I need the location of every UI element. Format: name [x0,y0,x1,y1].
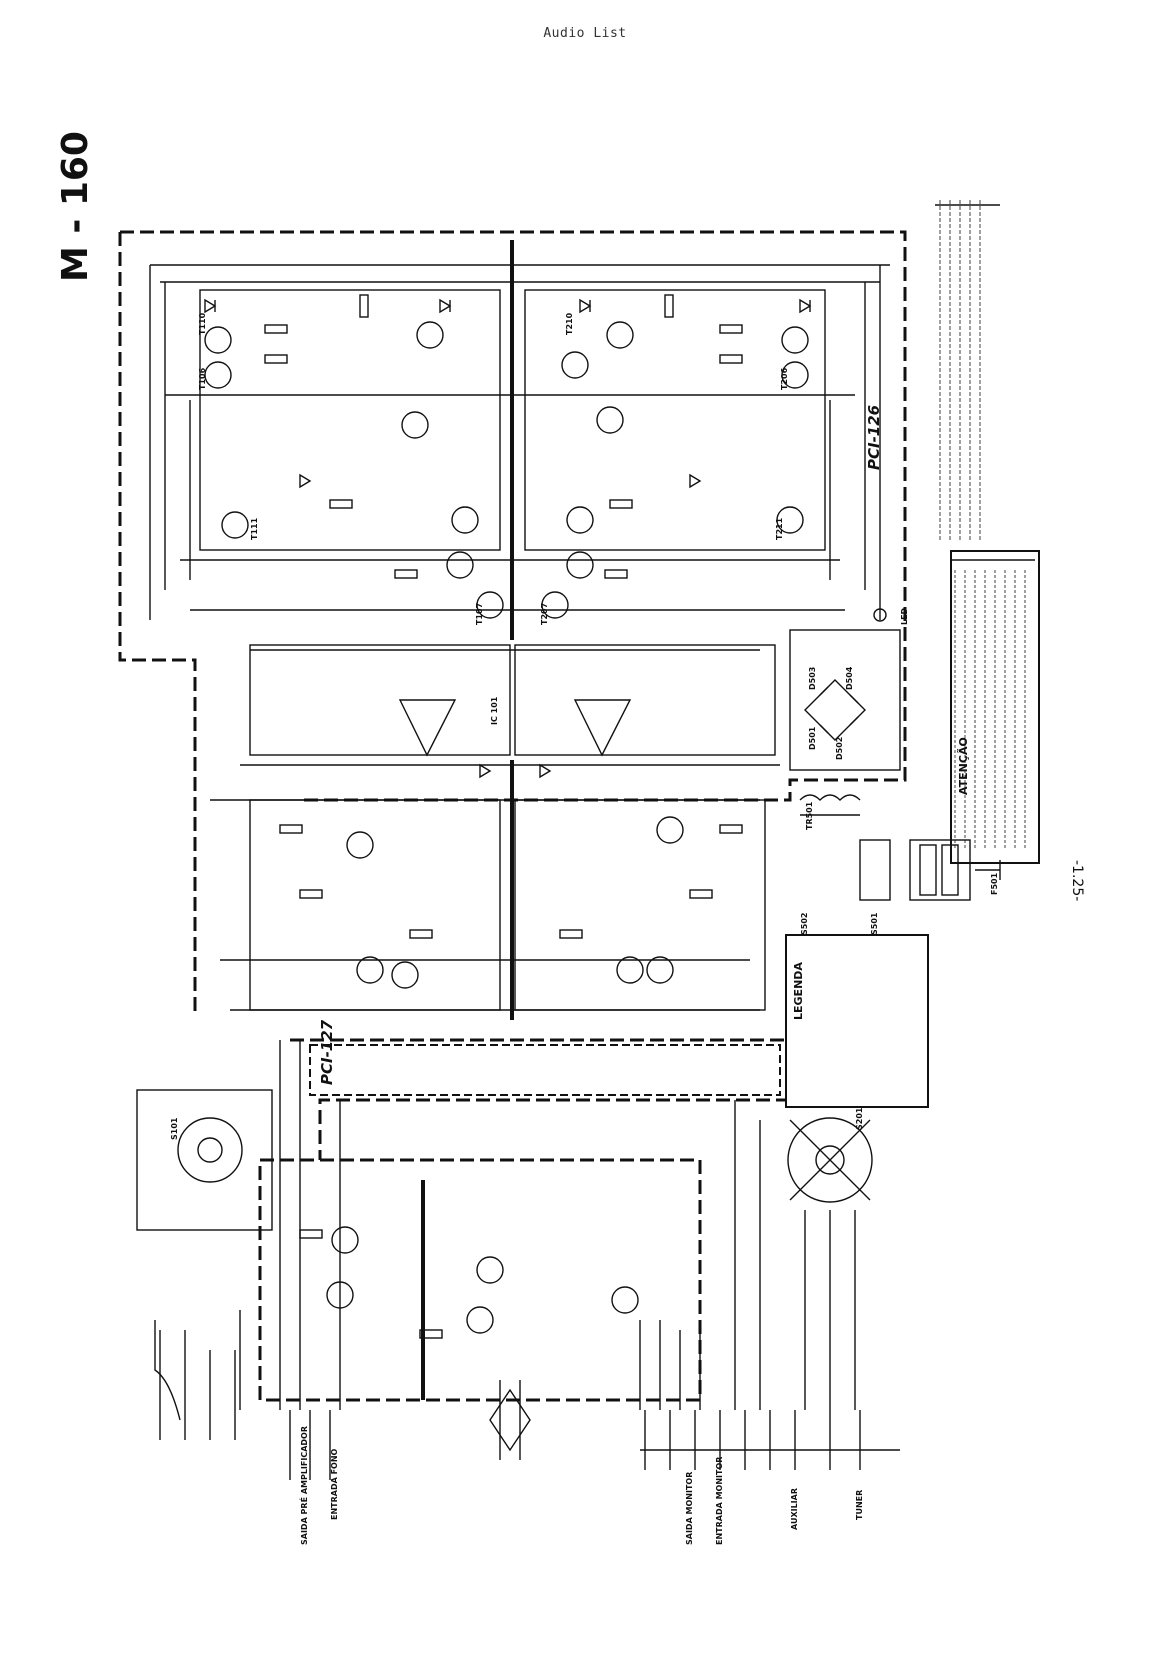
input-label-saida-monitor: SAIDA MONITOR [685,1471,694,1545]
input-label-fono: ENTRADA FONO [330,1448,339,1520]
component-s201: S201 [855,1107,864,1130]
legend-title: LEGENDA [792,962,805,1020]
board-label-pci127: PCI-127 [318,1019,336,1085]
page-header: Audio List [543,26,627,41]
component-d502: D502 [835,736,844,760]
component-t107: T107 [475,602,484,625]
component-t211: T211 [775,517,784,540]
component-t206: T206 [780,367,789,390]
component-s501: S501 [870,912,879,935]
component-d503: D503 [808,666,817,690]
input-label-tuner: TUNER [855,1489,864,1520]
component-t207: T207 [540,602,549,625]
component-s502: S502 [800,912,809,935]
attention-box [950,550,1040,864]
attention-title: ATENÇÃO [957,737,970,795]
component-f501: F501 [990,872,999,895]
component-led: LED [900,607,909,625]
component-t110: T110 [198,312,207,335]
input-label-entrada-monitor: ENTRADA MONITOR [715,1456,724,1545]
component-tr501: TR501 [805,801,814,830]
component-t210: T210 [565,312,574,335]
model-title: M - 160 [55,131,96,282]
page-number: -1.25- [1069,860,1085,902]
component-s101: S101 [170,1117,179,1140]
component-t106: T106 [198,367,207,390]
input-label-auxiliar: AUXILIAR [790,1487,799,1530]
component-d504: D504 [845,666,854,690]
component-t111: T111 [250,517,259,540]
component-d501: D501 [808,726,817,750]
input-label-preamp: SAIDA PRÉ AMPLIFICADOR [300,1425,309,1545]
board-label-pci126: PCI-126 [865,404,883,470]
component-ic101: IC 101 [490,696,499,725]
legend-box [785,934,929,1108]
